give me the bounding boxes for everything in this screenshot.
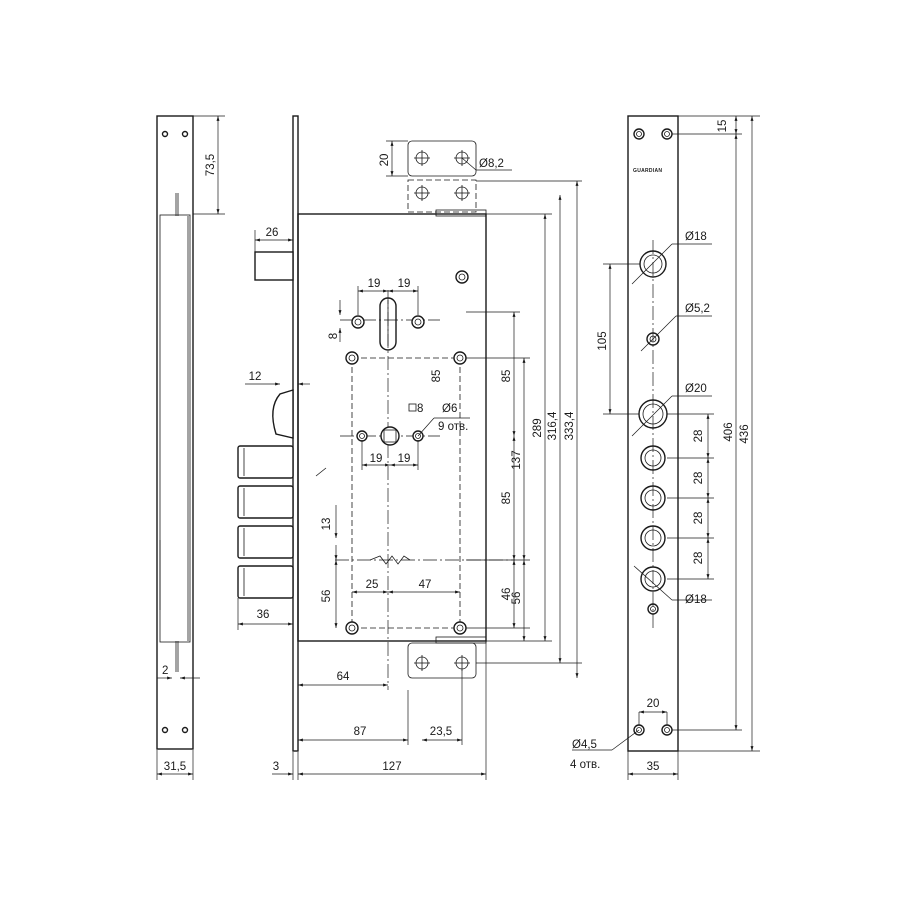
dim-436-label: 436 — [739, 424, 751, 443]
holes-4-label: 4 отв. — [570, 759, 600, 771]
dim-8-label: 8 — [328, 333, 340, 339]
main-view-lock-body — [237, 115, 515, 752]
dim-12-label: 12 — [249, 371, 262, 383]
dim-85c-label: 85 — [501, 492, 513, 505]
dim-85a-label: 85 — [431, 370, 443, 383]
dim-35-label: 35 — [647, 761, 660, 773]
dim-19c-label: 19 — [370, 453, 383, 465]
dim-5-2-label: Ø5,2 — [685, 303, 710, 315]
dim-20-top-label: 20 — [379, 154, 391, 167]
dim-85b-label: 85 — [501, 370, 513, 383]
dim-6-label: Ø6 — [442, 403, 457, 415]
dim-20-bot-label: 20 — [647, 698, 660, 710]
dim-316-4-label: 316,4 — [547, 411, 559, 440]
dim-73-5-label: 73,5 — [205, 154, 217, 176]
dim-18a-label: Ø18 — [685, 231, 707, 243]
dim-31-5-label: 31,5 — [164, 761, 186, 773]
dim-3-label: 3 — [273, 761, 279, 773]
dim-137-label: 137 — [511, 450, 523, 469]
dim-87-label: 87 — [354, 726, 367, 738]
dim-26-label: 26 — [266, 227, 279, 239]
dim-18b-label: Ø18 — [685, 594, 707, 606]
dim-28c-label: 28 — [693, 512, 705, 525]
dim-127-label: 127 — [382, 761, 401, 773]
dim-64-label: 64 — [337, 671, 350, 683]
dim-47-label: 47 — [419, 579, 432, 591]
dim-4-5-label: Ø4,5 — [572, 739, 597, 751]
dim-19d-label: 19 — [398, 453, 411, 465]
dim-2-label: 2 — [162, 665, 168, 677]
sq8-label: 8 — [417, 403, 423, 415]
dim-2: 2 — [157, 665, 200, 680]
dim-406-label: 406 — [723, 422, 735, 441]
front-view-faceplate: GUARDIAN — [627, 115, 679, 752]
dim-25-label: 25 — [366, 579, 379, 591]
dim-19a-label: 19 — [368, 278, 381, 290]
dim-56a-label: 56 — [321, 590, 333, 603]
dim-289-label: 289 — [532, 418, 544, 437]
dim-20-label: Ø20 — [685, 383, 707, 395]
dim-8-2-label: Ø8,2 — [479, 158, 504, 170]
dim-333-4-label: 333,4 — [564, 411, 576, 440]
side-view-faceplate — [156, 115, 194, 750]
dim-28a-label: 28 — [693, 430, 705, 443]
dim-36-label: 36 — [257, 609, 270, 621]
dim-15-label: 15 — [717, 120, 729, 133]
main-view-dimensions: 26 12 36 64 87 23,5 3 127 20 — [237, 140, 582, 780]
dim-28d-label: 28 — [693, 552, 705, 565]
dim-46-label: 46 — [501, 588, 513, 601]
dim-31-5: 31,5 — [156, 750, 194, 780]
dim-19b-label: 19 — [398, 278, 411, 290]
brand-label: GUARDIAN — [633, 168, 662, 174]
dim-56b-label: 56 — [511, 592, 523, 605]
holes-9-label: 9 отв. — [438, 421, 468, 433]
dim-13-label: 13 — [321, 518, 333, 531]
dim-23-5-label: 23,5 — [430, 726, 452, 738]
dim-28b-label: 28 — [693, 472, 705, 485]
dim-105-label: 105 — [597, 331, 609, 350]
front-view-dimensions: 15 436 406 Ø18 105 Ø5,2 Ø20 — [570, 115, 760, 780]
dim-73-5: 73,5 — [193, 115, 225, 215]
